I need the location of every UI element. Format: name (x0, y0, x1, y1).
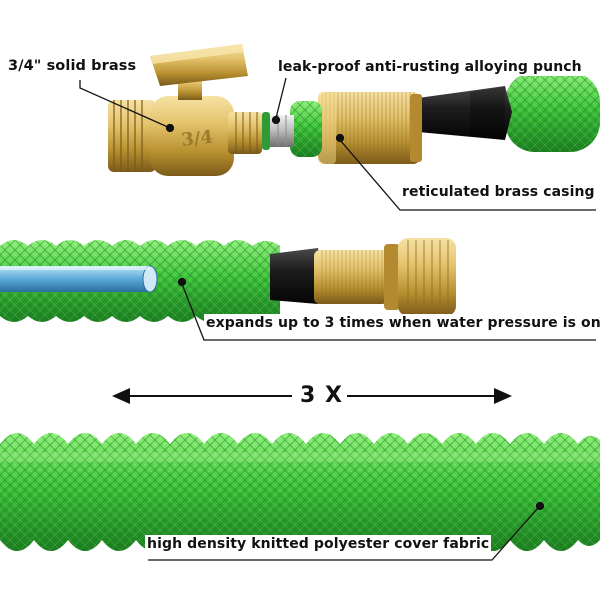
top-rubber-sleeve (418, 86, 512, 140)
arrow-right-icon (494, 388, 512, 404)
label-expands: expands up to 3 times when water pressur… (204, 314, 600, 332)
label-multiplier: 3 X (296, 383, 347, 409)
callout-lines (79, 77, 596, 561)
middle-rubber-sleeve (270, 248, 322, 304)
callout-leak-proof (275, 77, 287, 119)
valve-marking: 3/4 (180, 127, 214, 151)
label-brass-casing: reticulated brass casing (400, 183, 597, 201)
arrow-left-icon (112, 388, 130, 404)
label-solid-brass: 3/4" solid brass (6, 57, 139, 75)
top-brass-casing (318, 92, 422, 164)
top-hose-assembly: 3/4 (108, 44, 600, 176)
top-brass-valve: 3/4 (108, 44, 262, 176)
middle-inner-tube (0, 265, 158, 293)
label-leak-proof: leak-proof anti-rusting alloying punch (276, 58, 584, 76)
expansion-arrow (112, 388, 512, 404)
bottom-expanded-hose (0, 433, 600, 551)
top-green-coupler (290, 101, 322, 157)
callout-brass-casing (339, 139, 596, 211)
middle-hose-assembly (0, 238, 456, 322)
label-cover-fabric: high density knitted polyester cover fab… (145, 535, 492, 553)
middle-brass-connector (314, 238, 456, 316)
callout-expands (181, 283, 596, 341)
top-green-hose (505, 72, 600, 152)
callout-fabric (148, 507, 539, 561)
callout-solid-brass (79, 80, 171, 129)
